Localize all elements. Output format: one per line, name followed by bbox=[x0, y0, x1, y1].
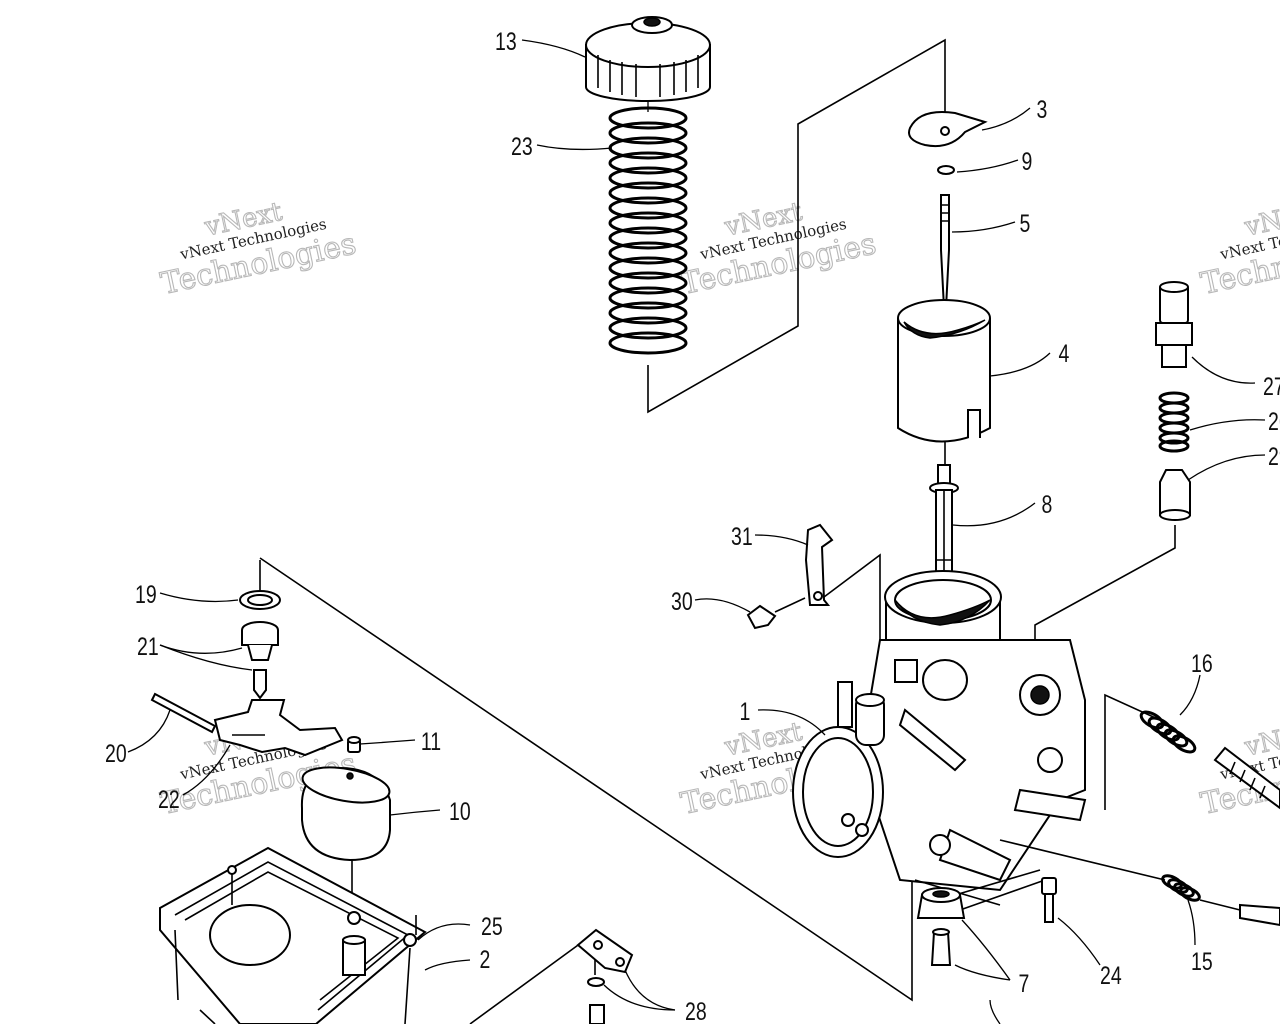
spring-part-16 bbox=[1139, 710, 1197, 754]
callout-26: 26 bbox=[1268, 408, 1280, 436]
assembly-line-choke bbox=[819, 553, 881, 690]
callout-15: 15 bbox=[1191, 948, 1213, 976]
needle-jet-part-8 bbox=[929, 464, 959, 581]
callout-29: 29 bbox=[1268, 443, 1280, 471]
callout-20: 20 bbox=[105, 740, 127, 768]
callout-27: 27 bbox=[1263, 373, 1280, 401]
needle-valve-seat-part-21 bbox=[241, 621, 279, 700]
callout-31: 31 bbox=[731, 523, 753, 551]
leader-lines bbox=[127, 39, 1266, 1024]
throttle-valve-part-4 bbox=[897, 299, 991, 443]
callout-10: 10 bbox=[449, 798, 471, 826]
screw-part-30 bbox=[746, 597, 806, 630]
callout-24: 24 bbox=[1100, 962, 1122, 990]
callout-5: 5 bbox=[1020, 210, 1031, 238]
idle-screw-line bbox=[999, 839, 1166, 881]
main-jet-part-7 bbox=[916, 887, 966, 966]
callout-3: 3 bbox=[1037, 96, 1048, 124]
assembly-line-top bbox=[647, 38, 946, 414]
spring-part-15 bbox=[1161, 874, 1201, 902]
choke-bracket-part-31 bbox=[804, 523, 834, 606]
callout-7: 7 bbox=[1019, 970, 1030, 998]
bolt-part-24 bbox=[1041, 877, 1057, 923]
callout-2: 2 bbox=[480, 946, 491, 974]
callout-1: 1 bbox=[740, 698, 751, 726]
watermark-left: vNext vNext Technologies Technologies bbox=[157, 196, 360, 302]
float-part-10 bbox=[300, 766, 391, 862]
assembly-line-right-side bbox=[1104, 693, 1161, 810]
callout-21: 21 bbox=[137, 633, 159, 661]
callout-22: 22 bbox=[158, 786, 180, 814]
callout-28: 28 bbox=[685, 998, 707, 1024]
callout-8: 8 bbox=[1042, 491, 1053, 519]
float-pin-part-11 bbox=[347, 736, 361, 753]
callout-11: 11 bbox=[421, 728, 441, 756]
clip-plate-part-3 bbox=[908, 111, 988, 148]
callout-23: 23 bbox=[511, 133, 533, 161]
float-arm-part-22 bbox=[213, 699, 344, 757]
cap-part-13 bbox=[585, 16, 711, 102]
float-bowl-part-2 bbox=[159, 846, 427, 1024]
callout-13: 13 bbox=[495, 28, 517, 56]
callout-4: 4 bbox=[1059, 340, 1070, 368]
o-ring-part-19 bbox=[239, 590, 281, 610]
fitting-part-27 bbox=[1155, 281, 1193, 368]
jet-needle-part-5 bbox=[940, 194, 950, 309]
spring-part-23 bbox=[608, 100, 688, 355]
e-clip-part-9 bbox=[937, 165, 955, 175]
assembly-line-left-bowl bbox=[259, 557, 913, 1002]
callout-30: 30 bbox=[671, 588, 693, 616]
watermark-right: vNext vNext Technologies Technologies bbox=[1197, 196, 1280, 302]
callout-16: 16 bbox=[1191, 650, 1213, 678]
plate-part-28 bbox=[576, 928, 634, 1024]
spring-part-26 bbox=[1158, 391, 1190, 453]
watermark-center: vNext vNext Technologies Technologies bbox=[677, 196, 880, 302]
carburetor-body-part-1 bbox=[792, 570, 1087, 906]
callout-19: 19 bbox=[135, 581, 157, 609]
adjust-screw-right bbox=[1213, 746, 1280, 810]
float-pin-part-20 bbox=[150, 692, 217, 734]
callout-25: 25 bbox=[481, 913, 503, 941]
idle-screw-part-15 bbox=[1199, 899, 1280, 927]
plunger-part-29 bbox=[1159, 469, 1191, 521]
callout-9: 9 bbox=[1022, 148, 1033, 176]
